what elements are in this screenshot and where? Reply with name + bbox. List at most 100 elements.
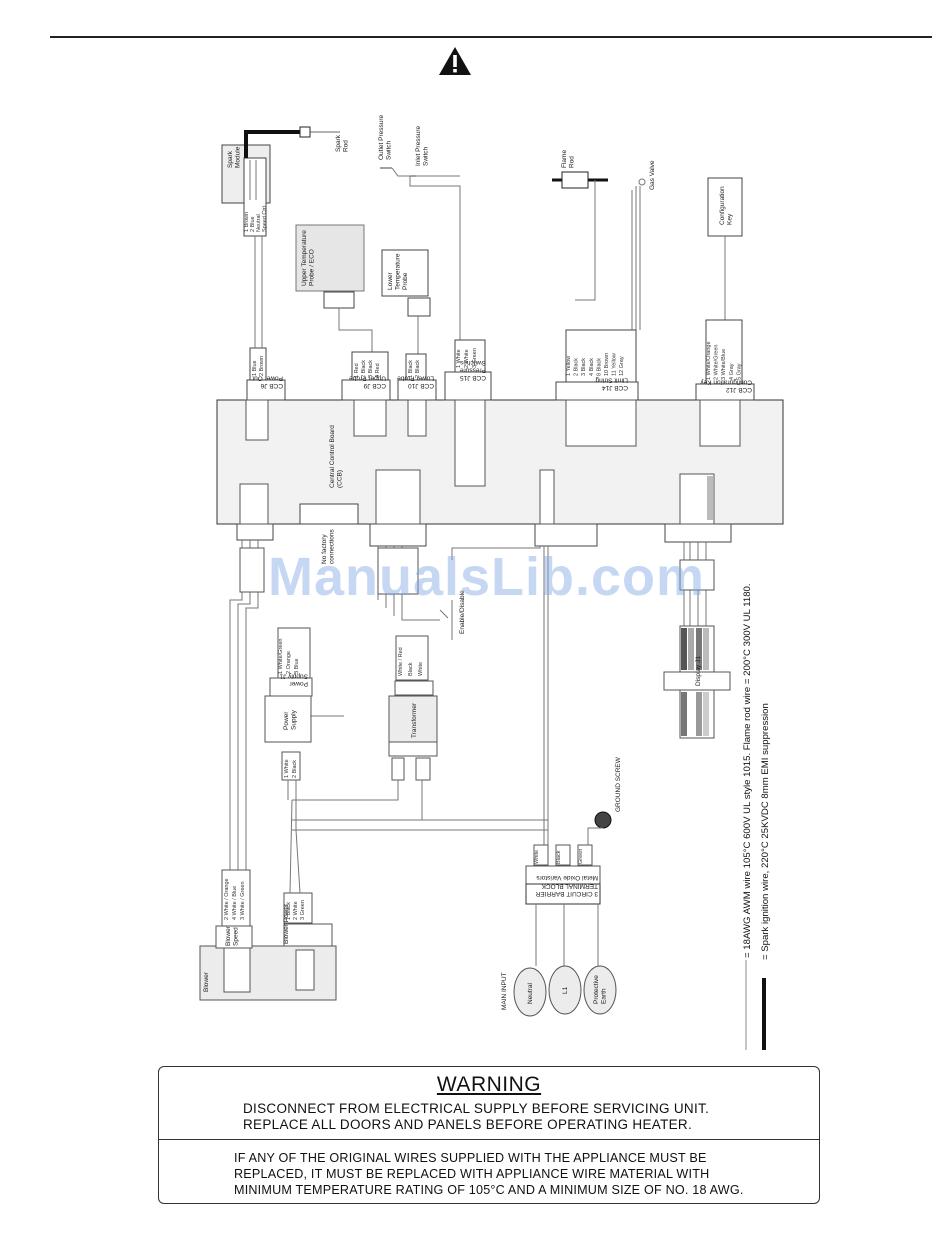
lower-probe-label: LowerTemperatureProbe — [387, 253, 409, 290]
wire-label-power-supply: 2 Orange — [286, 651, 292, 674]
display-j1-label: Display J1 — [695, 656, 702, 686]
wire-label-config-key: 1 White/Orange — [706, 341, 712, 380]
wire-label-upper-probe: 1 Red — [354, 363, 360, 378]
ccb-j10-label: CCB J10Lower Probe — [397, 375, 434, 389]
wire-label-pressure-switches: 2 White — [464, 349, 470, 368]
warning-para-1: IF ANY OF THE ORIGINAL WIRES SUPPLIED WI… — [234, 1151, 707, 1165]
configuration-key-label: ConfigurationKey — [719, 186, 733, 225]
wire-label-lower-probe: 1 Black — [408, 360, 414, 378]
wire-label-terminal: White — [534, 850, 540, 864]
wire-label-limit-string: 1 Yellow — [566, 356, 572, 376]
power-supply-box — [264, 695, 312, 743]
warning-line-2: REPLACE ALL DOORS AND PANELS BEFORE OPER… — [243, 1117, 693, 1132]
ccb-j12-label: CCB J12Configuration Key — [700, 379, 752, 393]
wire-label-blower-power: 1 Black — [286, 902, 292, 920]
blower-box — [199, 945, 337, 1001]
top-rule — [50, 36, 932, 38]
wire-label-lower-probe: 2 Black — [415, 360, 421, 378]
wire-label-upper-probe: 4 Red — [375, 363, 381, 378]
wire-label-terminal: Black — [556, 850, 562, 864]
l1-terminal — [548, 965, 582, 1015]
terminal-block-label: 3 CIRCUIT BARRIERTERMINAL BLOCK — [535, 883, 598, 897]
flame-rod-label: FlameRod — [561, 150, 575, 168]
wire-label-config-key: 4 Gray — [729, 363, 735, 380]
spark-rod-label: SparkRod — [335, 134, 349, 152]
wire-label-limit-string: 3 Black — [581, 358, 587, 376]
wire-label-limit-string: 11 Yellow — [612, 353, 618, 376]
wire-label-spark-module: 2 Blue — [250, 216, 256, 232]
ccb-j14-label: CCB J14Limit String — [595, 377, 628, 391]
transformer-label: Transformer — [411, 702, 418, 738]
power-supply-connector-label: PowerSupply J1 — [279, 673, 308, 687]
wire-label-config-key: 2 White/Green — [714, 345, 720, 380]
wire-label-power-supply: 3 Blue — [294, 658, 300, 674]
warning-para-3: MINIMUM TEMPERATURE RATING OF 105°C AND … — [234, 1183, 744, 1197]
wire-label-blower-power: 2 White — [293, 901, 299, 920]
wire-label-terminal: Green — [578, 849, 584, 864]
wire-label-limit-string: 8 Black — [596, 358, 602, 376]
lower-probe-box — [381, 249, 429, 297]
wire-label-power-supply: 1 White/Green — [278, 639, 284, 674]
wire-label-limit-string: 4 Black — [589, 358, 595, 376]
wire-label-transformer: White / Red — [398, 647, 404, 676]
wire-label-limit-string: 12 Gray — [619, 356, 625, 376]
wire-label-transformer: White — [418, 662, 424, 676]
legend-thick-text: = Spark ignition wire, 220°C 25KVDC 8mm … — [760, 703, 771, 960]
wire-label-blower-speed: 2 White / Orange — [224, 878, 230, 920]
wire-label-config-key: 3 White/Blue — [721, 349, 727, 380]
wire-label-upper-probe: 3 Black — [368, 360, 374, 378]
wire-label-config-key: 5 Gray — [736, 363, 742, 380]
ground-screw — [594, 811, 612, 829]
wire-label-spark-module: Speed Ctrl — [262, 206, 268, 232]
spark-module-label: SparkModule — [227, 146, 241, 168]
wire-label-transformer: Black — [408, 662, 414, 676]
wire-label-pressure-switches: 3 Green — [472, 348, 478, 368]
wire-label-upper-probe: 2 Black — [361, 360, 367, 378]
neutral-label: Neutral — [527, 982, 534, 1004]
warning-box: WARNING DISCONNECT FROM ELECTRICAL SUPPL… — [158, 1066, 820, 1204]
no-factory-label: No factoryconnections — [321, 529, 335, 564]
watermark: ManualsLib.com — [268, 547, 706, 607]
warning-title: WARNING — [436, 1073, 542, 1096]
wire-label-ps-output: 1 White — [284, 759, 290, 778]
warning-divider — [159, 1139, 819, 1140]
wire-label-blower-speed: 3 White / Green — [240, 881, 246, 920]
ground-screw-label: GROUND SCREW — [615, 756, 622, 812]
blower-power-label: Blower Power — [283, 903, 290, 944]
ccb-j15-label: CCB J15PressureSwitches — [459, 359, 486, 381]
caution-triangle-icon — [439, 47, 471, 75]
metal-oxide-label: Metal Oxide Varistors — [536, 874, 598, 881]
l1-label: L1 — [562, 986, 569, 994]
legend-thin-text: = 18AWG AWM wire 105°C 600V UL style 101… — [742, 583, 753, 958]
warning-para-2: REPLACED, IT MUST BE REPLACED WITH APPLI… — [234, 1167, 710, 1181]
outlet-pressure-switch-label: Outlet PressureSwitch — [378, 114, 392, 160]
blower-speed-label: BlowerSpeed — [225, 925, 239, 946]
ccb-label: Central Control Board(CCB) — [329, 425, 343, 488]
protective-earth-terminal — [583, 965, 617, 1015]
wire-label-limit-string: 10 Brown — [604, 353, 610, 376]
blower-label: Blower — [203, 971, 210, 992]
gas-valve-label: Gas Valve — [649, 160, 656, 190]
protective-earth-label: ProtectiveEarth — [593, 975, 607, 1004]
main-input-label: MAIN INPUT — [501, 972, 508, 1010]
enable-disable-label: Enable/Disable — [459, 590, 466, 634]
upper-probe-box — [295, 224, 365, 292]
wire-label-power-out: 1 Blue — [252, 360, 258, 376]
wire-label-pressure-switches: 1 White — [456, 349, 462, 368]
wire-label-spark-module: Neutral — [256, 214, 262, 232]
upper-probe-label: Upper TemperatureProbe / ECO — [301, 230, 315, 286]
neutral-terminal — [513, 967, 547, 1017]
wire-label-limit-string: 2 Black — [574, 358, 580, 376]
warning-line-1: DISCONNECT FROM ELECTRICAL SUPPLY BEFORE… — [243, 1101, 710, 1116]
ccb-j9-label: CCB J9Upper Probe — [349, 375, 386, 389]
ccb-j6-label: CCB J6Power Out — [252, 375, 283, 389]
configuration-key-box — [707, 177, 743, 237]
power-supply-label: PowerSupply — [283, 709, 297, 730]
wire-label-blower-power: 3 Green — [300, 900, 306, 920]
inlet-pressure-switch-label: Inlet PressureSwitch — [415, 126, 429, 166]
wire-label-power-out: 2 Brown — [259, 356, 265, 376]
wire-label-blower-speed: 4 White / Blue — [232, 886, 238, 920]
wire-label-ps-output: 2 Black — [292, 760, 298, 778]
wire-label-spark-module: 1 Brown — [244, 212, 250, 232]
